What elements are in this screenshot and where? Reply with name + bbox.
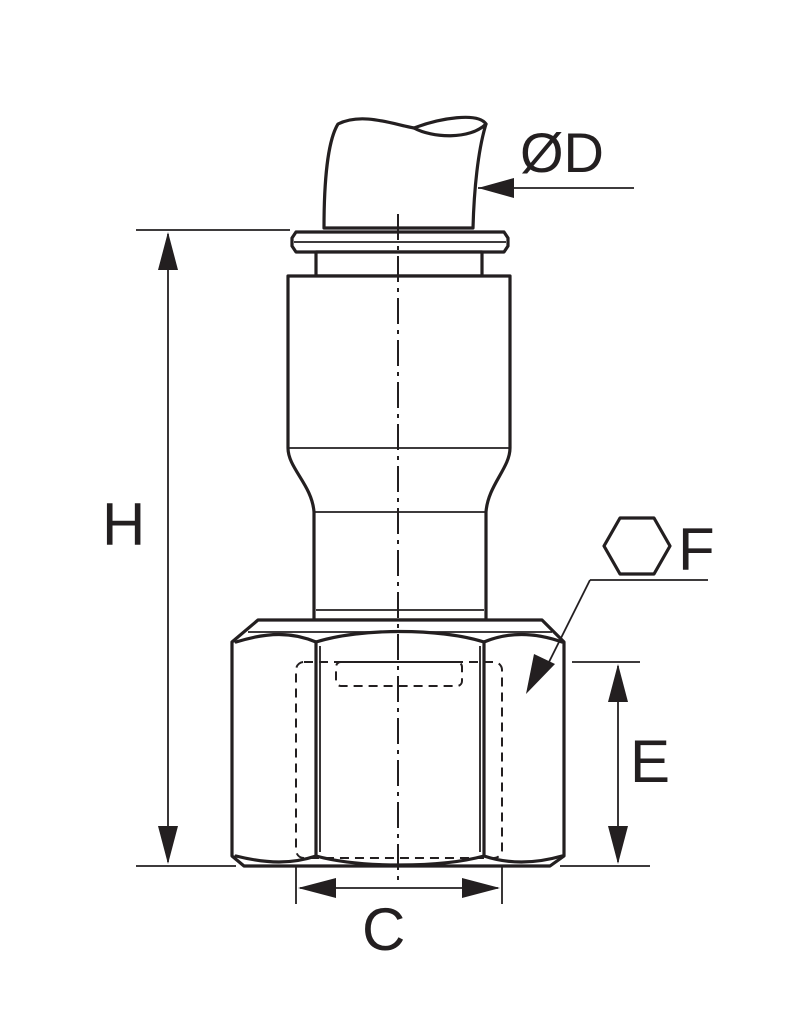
hex-label: F xyxy=(678,516,715,583)
dimension-hex: F xyxy=(526,516,715,694)
release-collet xyxy=(290,230,510,278)
hexagon-icon xyxy=(602,516,672,576)
dimension-thread: C xyxy=(295,866,503,963)
tube xyxy=(322,115,488,230)
dimension-height: H xyxy=(102,229,290,867)
dimension-diameter: ØD xyxy=(478,121,634,198)
diameter-label: ØD xyxy=(520,121,604,184)
dimension-thread-depth: E xyxy=(560,661,670,867)
thread-depth-label: E xyxy=(630,728,670,795)
thread-label: C xyxy=(362,896,405,963)
height-label: H xyxy=(102,491,145,558)
